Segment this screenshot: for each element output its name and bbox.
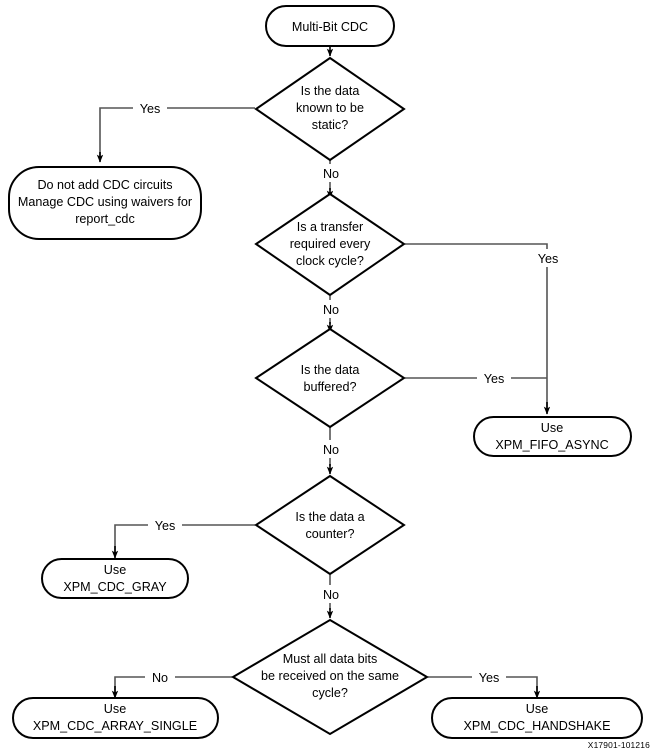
node-result-array-single-line1: Use: [104, 702, 126, 716]
node-result-fifo-async-line1: Use: [541, 421, 563, 435]
edge-counter-yes: [114, 524, 255, 552]
connectors: [96, 46, 551, 699]
edge-label-same-cycle-no-text: No: [152, 671, 168, 685]
edge-label-static-yes-text: Yes: [140, 102, 161, 116]
node-decision-counter-shape[interactable]: [254, 474, 406, 576]
node-result-cdc-gray-line1: Use: [104, 563, 126, 577]
edge-label-buffered-no: No: [316, 440, 346, 458]
edge-label-counter-no: No: [316, 585, 346, 603]
edge-label-counter-yes-text: Yes: [155, 519, 176, 533]
node-decision-static-line3: static?: [312, 118, 348, 132]
edge-labels: Yes No Yes No Yes No: [133, 99, 565, 686]
node-result-array-single-line2: XPM_CDC_ARRAY_SINGLE: [33, 719, 197, 733]
node-result-waivers-line2: Manage CDC using waivers for: [18, 195, 192, 209]
node-start-shape[interactable]: [265, 5, 395, 47]
edge-label-transfer-no: No: [316, 300, 346, 318]
node-decision-static-shape[interactable]: [254, 56, 406, 162]
figure-id-label: X17901-101216: [588, 740, 650, 750]
edge-label-transfer-no-text: No: [323, 303, 339, 317]
node-result-cdc-gray-line2: XPM_CDC_GRAY: [63, 580, 167, 594]
node-result-handshake-shape[interactable]: [431, 697, 643, 739]
node-decision-static[interactable]: Is the data known to be static?: [254, 56, 406, 162]
edge-label-transfer-yes-text: Yes: [538, 252, 559, 266]
node-decision-static-line1: Is the data: [301, 84, 360, 98]
edge-label-static-no-text: No: [323, 167, 339, 181]
node-result-handshake[interactable]: Use XPM_CDC_HANDSHAKE: [431, 697, 643, 739]
edge-label-counter-no-text: No: [323, 588, 339, 602]
node-result-handshake-line1: Use: [526, 702, 548, 716]
node-result-waivers[interactable]: Do not add CDC circuits Manage CDC using…: [8, 166, 202, 240]
node-decision-transfer-shape[interactable]: [254, 192, 406, 297]
edge-label-counter-yes: Yes: [148, 516, 182, 534]
node-decision-same-cycle-line2: be received on the same: [261, 669, 399, 683]
node-result-cdc-gray[interactable]: Use XPM_CDC_GRAY: [41, 558, 189, 599]
node-decision-buffered[interactable]: Is the data buffered?: [254, 327, 406, 429]
node-result-array-single-shape[interactable]: [12, 697, 219, 739]
node-decision-same-cycle[interactable]: Must all data bits be received on the sa…: [231, 618, 429, 736]
node-decision-buffered-line2: buffered?: [304, 380, 357, 394]
node-result-array-single[interactable]: Use XPM_CDC_ARRAY_SINGLE: [12, 697, 219, 739]
edge-label-same-cycle-yes: Yes: [472, 668, 506, 686]
edge-label-buffered-yes-text: Yes: [484, 372, 505, 386]
node-decision-same-cycle-line1: Must all data bits: [283, 652, 378, 666]
node-decision-static-line2: known to be: [296, 101, 364, 115]
node-result-fifo-async-shape[interactable]: [473, 416, 632, 457]
node-start[interactable]: Multi-Bit CDC: [265, 5, 395, 47]
edge-label-same-cycle-no: No: [145, 668, 175, 686]
node-result-waivers-line1: Do not add CDC circuits: [37, 178, 172, 192]
node-result-fifo-async-line2: XPM_FIFO_ASYNC: [495, 438, 608, 452]
edge-label-static-no: No: [316, 164, 346, 182]
node-decision-transfer-line2: required every: [290, 237, 371, 251]
node-result-handshake-line2: XPM_CDC_HANDSHAKE: [464, 719, 611, 733]
node-decision-same-cycle-line3: cycle?: [312, 686, 348, 700]
node-result-waivers-shape[interactable]: [8, 166, 202, 240]
node-decision-buffered-shape[interactable]: [254, 327, 406, 429]
node-decision-buffered-line1: Is the data: [301, 363, 360, 377]
node-decision-same-cycle-shape[interactable]: [231, 618, 429, 736]
edge-label-transfer-yes: Yes: [531, 249, 565, 267]
node-decision-counter[interactable]: Is the data a counter?: [254, 474, 406, 576]
edge-label-static-yes: Yes: [133, 99, 167, 117]
node-result-cdc-gray-shape[interactable]: [41, 558, 189, 599]
edge-label-buffered-yes: Yes: [477, 369, 511, 387]
node-start-line1: Multi-Bit CDC: [292, 20, 368, 34]
node-decision-transfer-line3: clock cycle?: [296, 254, 364, 268]
edge-static-yes: [99, 107, 255, 160]
node-result-fifo-async[interactable]: Use XPM_FIFO_ASYNC: [473, 416, 632, 457]
edge-transfer-yes: [405, 243, 548, 408]
node-decision-transfer[interactable]: Is a transfer required every clock cycle…: [254, 192, 406, 297]
edge-label-buffered-no-text: No: [323, 443, 339, 457]
node-decision-counter-line2: counter?: [305, 527, 354, 541]
node-decision-transfer-line1: Is a transfer: [297, 220, 364, 234]
node-decision-counter-line1: Is the data a: [295, 510, 364, 524]
edge-label-same-cycle-yes-text: Yes: [479, 671, 500, 685]
node-result-waivers-line3: report_cdc: [75, 212, 135, 226]
